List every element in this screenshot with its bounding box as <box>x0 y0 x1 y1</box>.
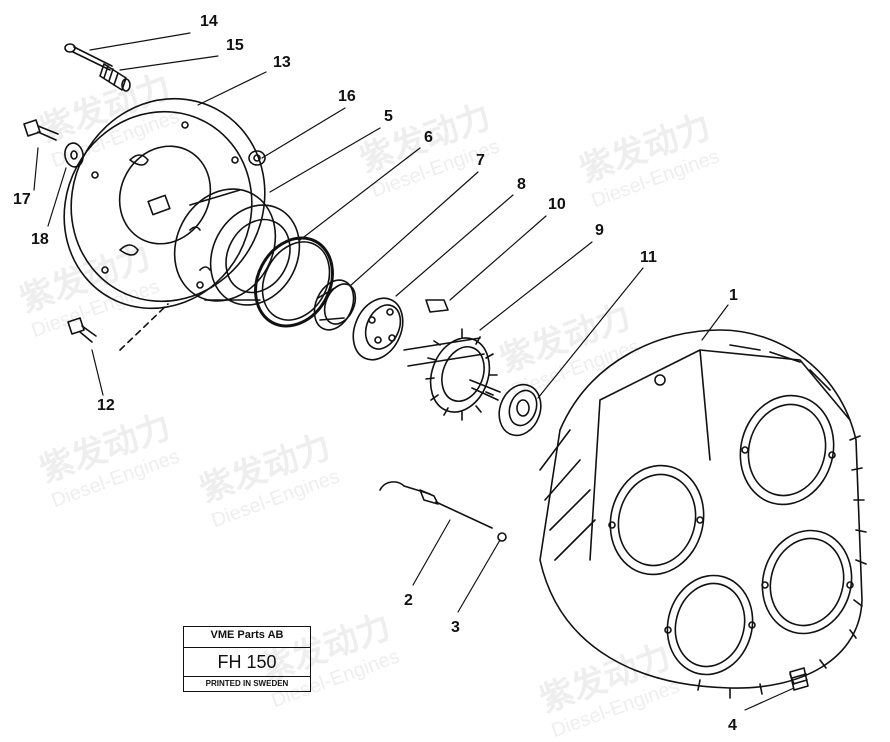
bearing-housing-5 <box>173 188 301 306</box>
callout-16: 16 <box>338 88 356 105</box>
callout-4: 4 <box>728 717 737 734</box>
washer-18 <box>64 142 84 168</box>
callout-11: 11 <box>640 249 657 266</box>
callout-18: 18 <box>31 231 49 248</box>
bolt-17 <box>23 119 59 141</box>
callout-6: 6 <box>424 129 433 146</box>
callout-12: 12 <box>97 397 115 414</box>
callout-7: 7 <box>476 152 485 169</box>
model-name: FH 150 <box>184 647 310 677</box>
callout-14: 14 <box>200 13 218 30</box>
key-10 <box>425 299 449 313</box>
washer-3 <box>497 532 507 542</box>
nut-16 <box>248 150 266 166</box>
callout-9: 9 <box>595 222 604 239</box>
callout-10: 10 <box>548 196 566 213</box>
ball-bearing-8 <box>352 297 404 361</box>
callout-3: 3 <box>451 619 460 636</box>
gear-shaft-9 <box>403 328 501 421</box>
callout-17: 17 <box>13 191 31 208</box>
main-housing-1 <box>539 329 867 699</box>
plug-15 <box>99 63 131 92</box>
callout-15: 15 <box>226 37 244 54</box>
dipstick-2 <box>379 481 493 529</box>
bearing-7 <box>313 279 357 331</box>
bearing-11 <box>498 383 542 437</box>
leader-lines <box>33 32 795 711</box>
callout-13: 13 <box>273 54 291 71</box>
callout-2: 2 <box>404 592 413 609</box>
bolt-12 <box>67 303 169 351</box>
title-block: VME Parts AB FH 150 PRINTED IN SWEDEN <box>183 626 311 692</box>
drain-plug-4 <box>789 667 809 691</box>
print-note: PRINTED IN SWEDEN <box>205 679 289 688</box>
company-name: VME Parts AB <box>210 629 284 641</box>
callout-1: 1 <box>729 287 738 304</box>
callout-5: 5 <box>384 108 393 125</box>
callout-8: 8 <box>517 176 526 193</box>
